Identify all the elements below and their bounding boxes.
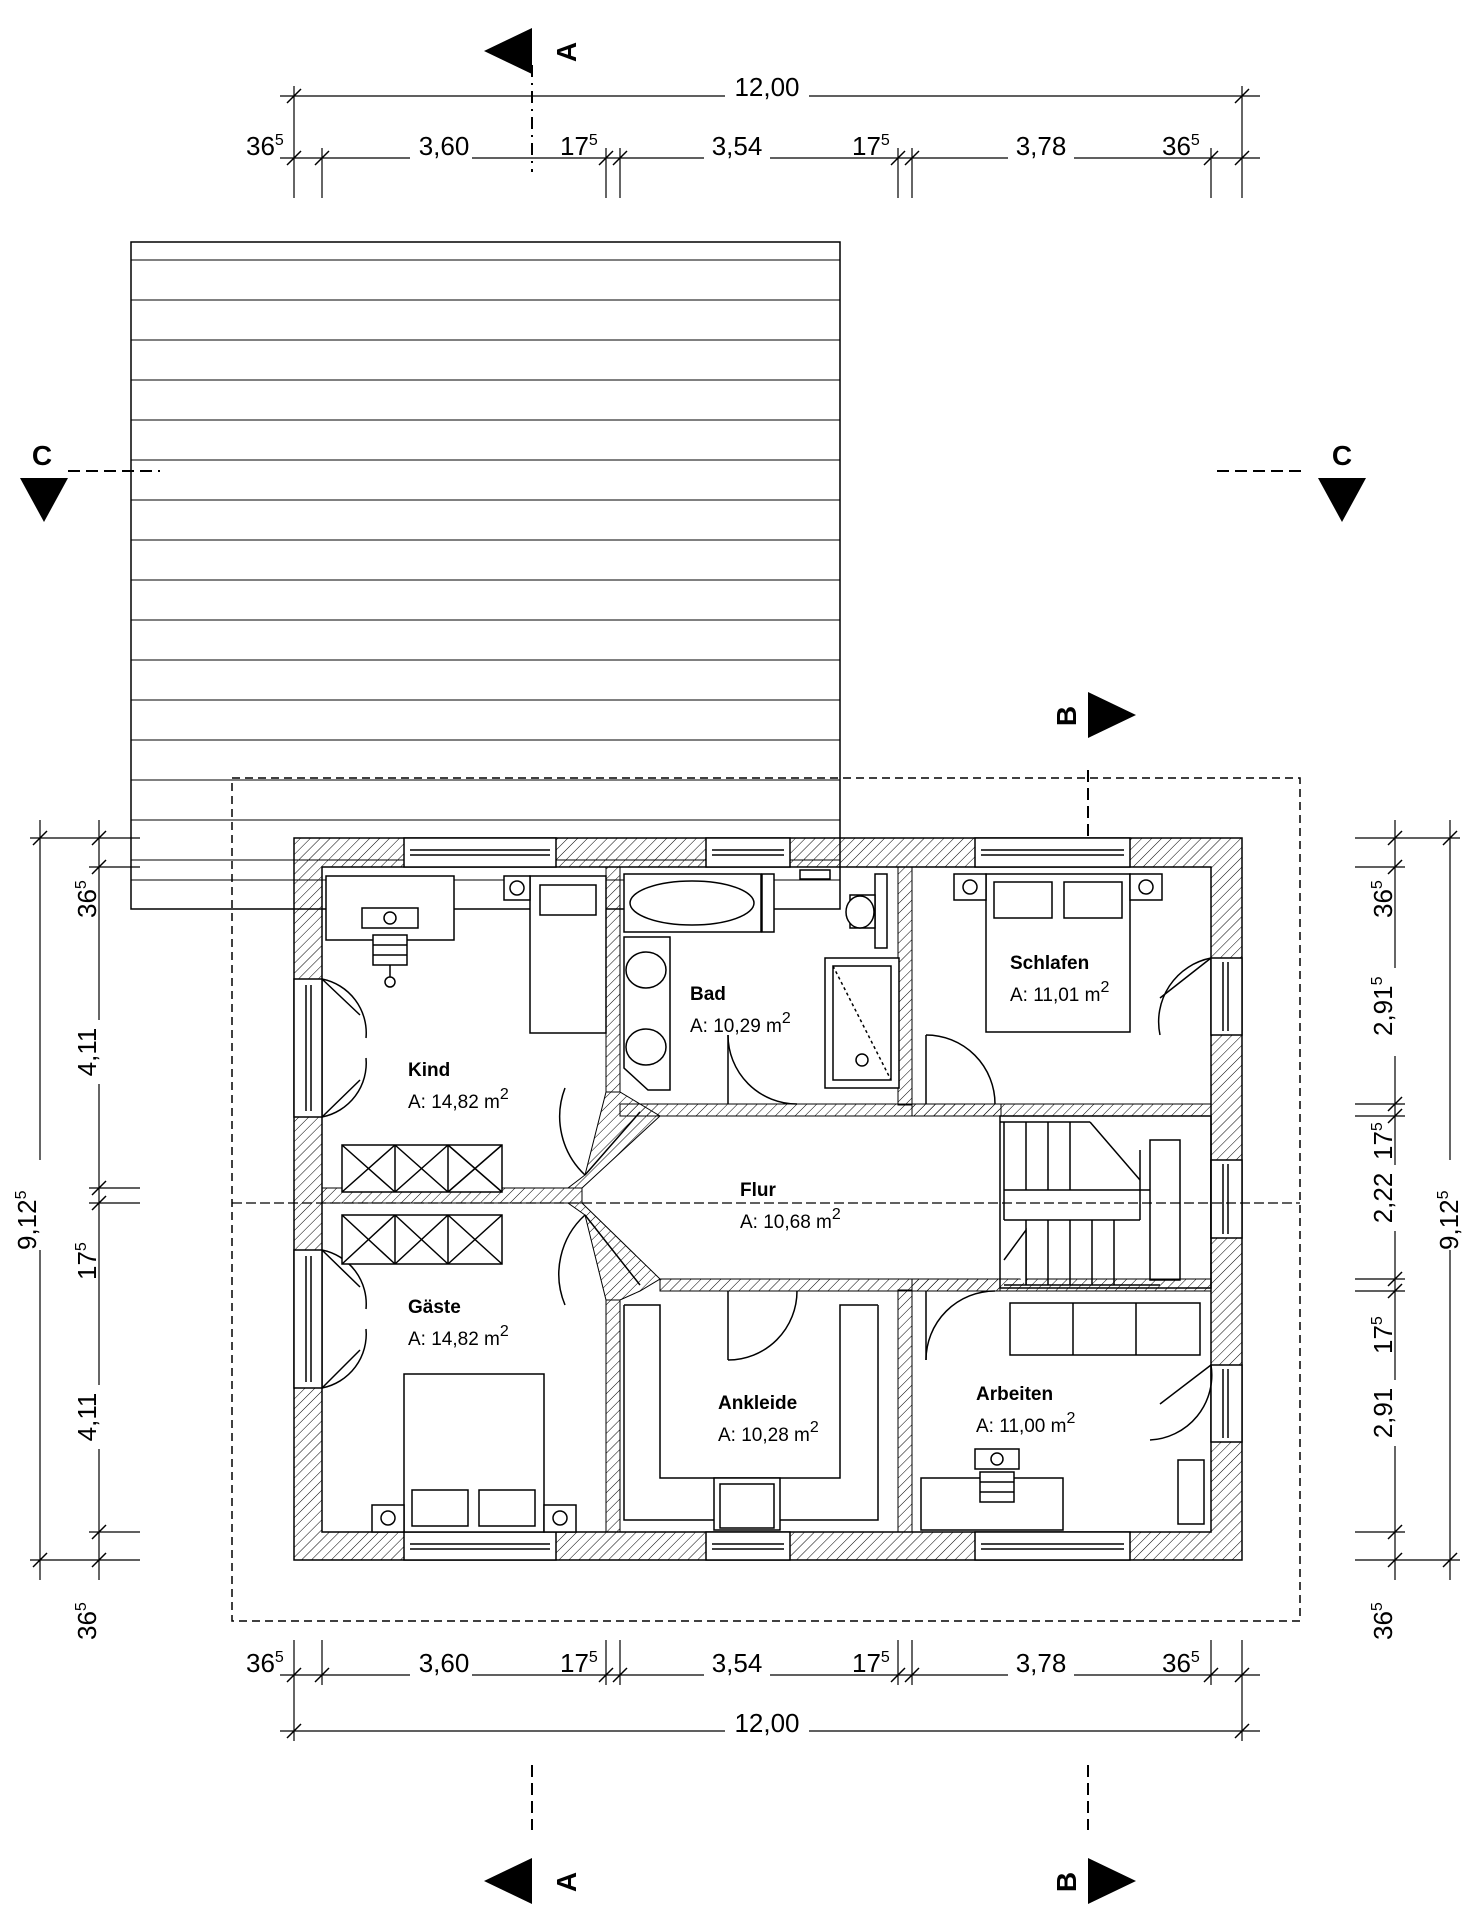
windows	[293, 837, 1243, 1561]
dim-right-hall: 2,22	[1368, 1173, 1398, 1224]
dim-right-wall-1: 175	[1368, 1122, 1398, 1160]
room-area-gaeste: A: 14,82 m2	[408, 1323, 509, 1350]
section-lines	[68, 65, 1305, 1830]
dim-bottom-total: 12,00	[734, 1708, 799, 1738]
room-name-ankleide: Ankleide	[718, 1393, 797, 1414]
section-markers	[20, 28, 1366, 1904]
dim-top-room-right: 3,78	[1016, 131, 1067, 161]
dim-left-top-wall: 365	[72, 880, 102, 918]
dim-top-room-left: 3,60	[419, 131, 470, 161]
dim-bottom-wall-inner-1: 175	[560, 1648, 598, 1678]
dim-left-upper-room: 4,11	[72, 1028, 102, 1077]
dim-bottom-room-mid: 3,54	[712, 1648, 763, 1678]
dim-bottom-wall-right: 365	[1162, 1648, 1200, 1678]
room-area-ankleide: A: 10,28 m2	[718, 1419, 819, 1446]
dim-top-wall-inner-2: 175	[852, 131, 890, 161]
dim-bottom-room-left: 3,60	[419, 1648, 470, 1678]
furniture	[325, 869, 1212, 1533]
stair-treads	[1000, 1121, 1181, 1286]
dim-right-top-wall: 365	[1368, 880, 1398, 918]
section-label-c-right: C	[1332, 440, 1352, 471]
dim-left-mid-wall: 175	[72, 1242, 102, 1280]
dim-left-bottom-wall: 365	[72, 1602, 102, 1640]
section-label-b-top: B	[1051, 706, 1082, 726]
dim-bottom-wall-left: 365	[246, 1648, 284, 1678]
room-name-arbeiten: Arbeiten	[976, 1384, 1053, 1405]
section-label-a-top: A	[551, 42, 582, 62]
roof-stripes	[131, 259, 840, 881]
room-name-gaeste: Gäste	[408, 1297, 461, 1318]
dim-right-bottom-wall: 365	[1368, 1602, 1398, 1640]
room-name-kind: Kind	[408, 1060, 450, 1081]
dim-right-upper-room: 2,915	[1368, 976, 1398, 1036]
section-label-c-left: C	[32, 440, 52, 471]
dim-right-total: 9,125	[1434, 1190, 1464, 1250]
room-area-arbeiten: A: 11,00 m2	[976, 1410, 1075, 1437]
dim-bottom-wall-inner-2: 175	[852, 1648, 890, 1678]
dim-right-lower-room: 2,91	[1368, 1388, 1398, 1439]
doors	[321, 957, 1213, 1441]
overhang-outline	[231, 777, 1301, 1622]
room-area-flur: A: 10,68 m2	[740, 1206, 841, 1233]
room-area-bad: A: 10,29 m2	[690, 1010, 791, 1037]
room-area-kind: A: 14,82 m2	[408, 1086, 509, 1113]
room-name-bad: Bad	[690, 984, 726, 1005]
dim-right-wall-2: 175	[1368, 1316, 1398, 1354]
room-area-schlafen: A: 11,01 m2	[1010, 979, 1109, 1006]
roof-area	[130, 241, 841, 910]
dim-top-wall-inner-1: 175	[560, 131, 598, 161]
section-label-b-bottom: B	[1051, 1872, 1082, 1892]
dimension-ticks	[32, 88, 1458, 1739]
dim-top-wall-left: 365	[246, 131, 284, 161]
dim-top-wall-right: 365	[1162, 131, 1200, 161]
room-name-flur: Flur	[740, 1180, 776, 1201]
dim-bottom-room-right: 3,78	[1016, 1648, 1067, 1678]
dim-top-total: 12,00	[734, 72, 799, 102]
dim-left-lower-room: 4,11	[72, 1393, 102, 1442]
section-label-a-bottom: A	[551, 1872, 582, 1892]
room-name-schlafen: Schlafen	[1010, 953, 1089, 974]
dim-top-room-mid: 3,54	[712, 131, 763, 161]
dim-left-total: 9,125	[12, 1190, 42, 1250]
